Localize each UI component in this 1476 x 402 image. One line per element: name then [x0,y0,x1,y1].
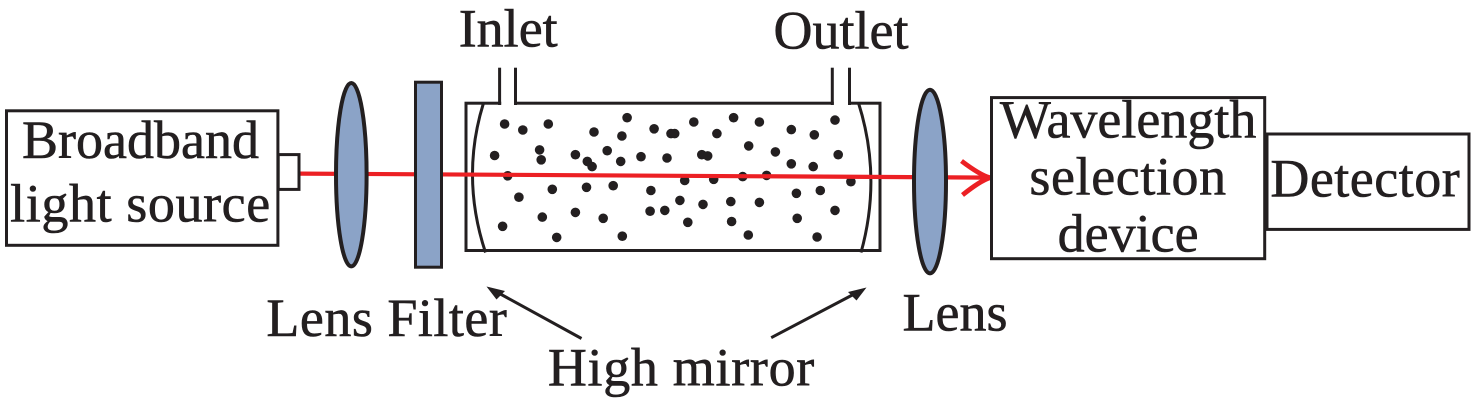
svg-text:Inlet: Inlet [459,0,558,58]
svg-text:Lens Filter: Lens Filter [266,288,507,348]
svg-text:Lens: Lens [903,283,1008,343]
svg-text:light source: light source [10,174,271,234]
svg-text:selection: selection [1029,146,1226,206]
svg-text:device: device [1058,203,1199,263]
svg-text:Detector: Detector [1270,149,1460,209]
svg-text:High mirror: High mirror [548,337,815,397]
svg-text:Broadband: Broadband [22,110,259,170]
svg-text:Wavelength: Wavelength [1000,90,1257,150]
svg-text:Outlet: Outlet [774,0,909,60]
